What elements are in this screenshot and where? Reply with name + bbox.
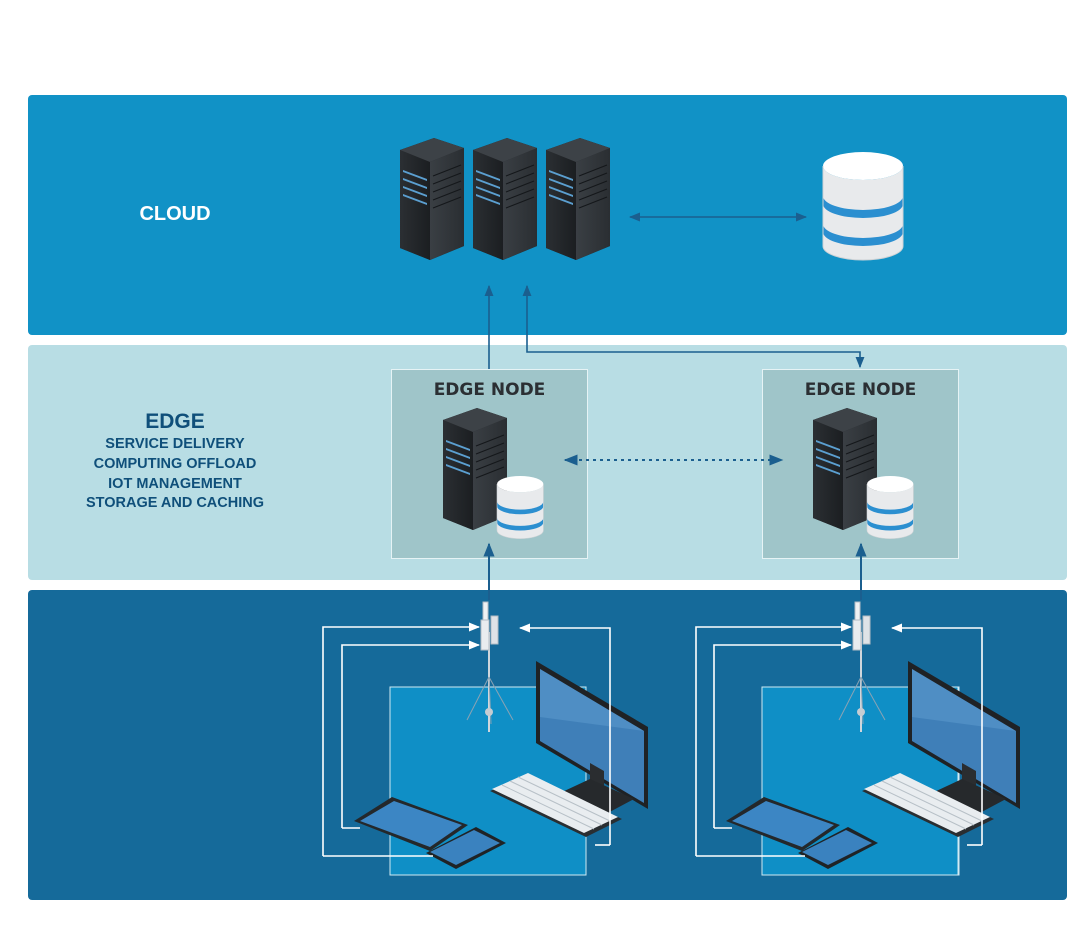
cloud-title: CLOUD: [139, 203, 211, 225]
edge-feature-service-delivery: SERVICE DELIVERY: [105, 436, 245, 452]
edge-feature-storage-caching: STORAGE AND CACHING: [85, 495, 265, 511]
cloud-to-edge-right-arrow: [522, 284, 865, 369]
cloud-server-rack-1: [399, 137, 465, 261]
cloud-server-rack-2: [472, 137, 538, 261]
edge-node-right-title: EDGE NODE: [804, 380, 917, 400]
cloud-server-rack-3: [545, 137, 611, 261]
edge-title: EDGE: [145, 410, 205, 433]
device-cluster-right: [695, 601, 1021, 876]
device-cluster-left: [322, 601, 649, 876]
edge-feature-iot-management: IOT MANAGEMENT: [108, 476, 242, 492]
edge-feature-computing-offload: COMPUTING OFFLOAD: [93, 456, 257, 472]
edge-node-left-server: [442, 407, 544, 539]
edge-node-right-server: [812, 407, 914, 539]
edge-node-left-title: EDGE NODE: [433, 380, 546, 400]
cloud-database-icon: [822, 151, 904, 261]
